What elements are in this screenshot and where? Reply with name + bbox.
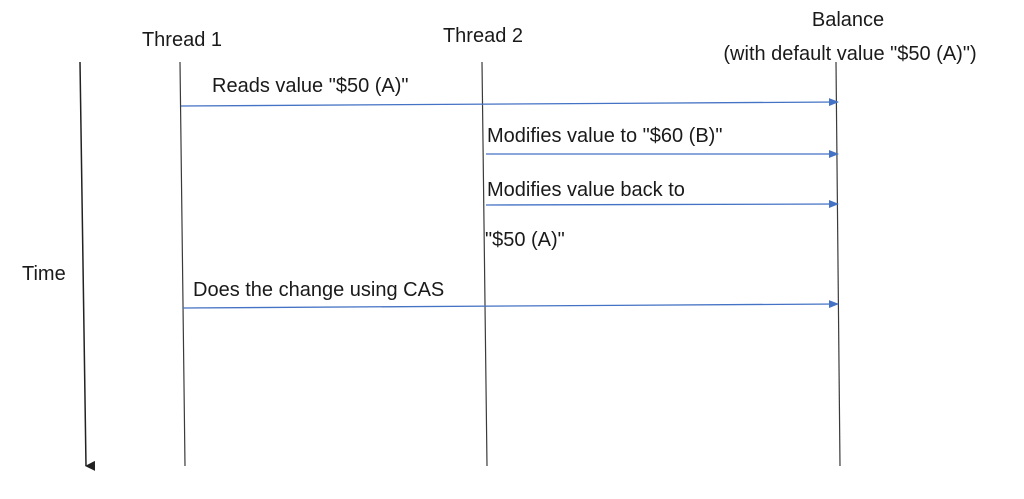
participant-balance: Balance — [811, 9, 885, 31]
message-arrow-4 — [182, 300, 839, 309]
time-label: Time — [22, 263, 66, 285]
message-label-4: Does the change using CAS — [193, 279, 445, 301]
lifeline-thread1 — [179, 61, 186, 467]
lifeline-balance — [835, 61, 841, 467]
message-arrow-1 — [180, 98, 839, 107]
participant-thread1: Thread 1 — [141, 29, 223, 51]
message-label-1: Reads value "$50 (A)" — [212, 75, 409, 97]
time-axis-arrow — [79, 61, 96, 471]
lifeline-thread2 — [481, 61, 488, 467]
message-label-3-continued: "$50 (A)" — [485, 229, 565, 251]
message-label-3: Modifies value back to — [487, 179, 685, 201]
message-arrow-3 — [485, 200, 839, 209]
participant-thread2: Thread 2 — [442, 25, 524, 47]
message-label-2: Modifies value to "$60 (B)" — [487, 125, 723, 147]
participant-balance-note: (with default value "$50 (A)") — [723, 43, 977, 65]
